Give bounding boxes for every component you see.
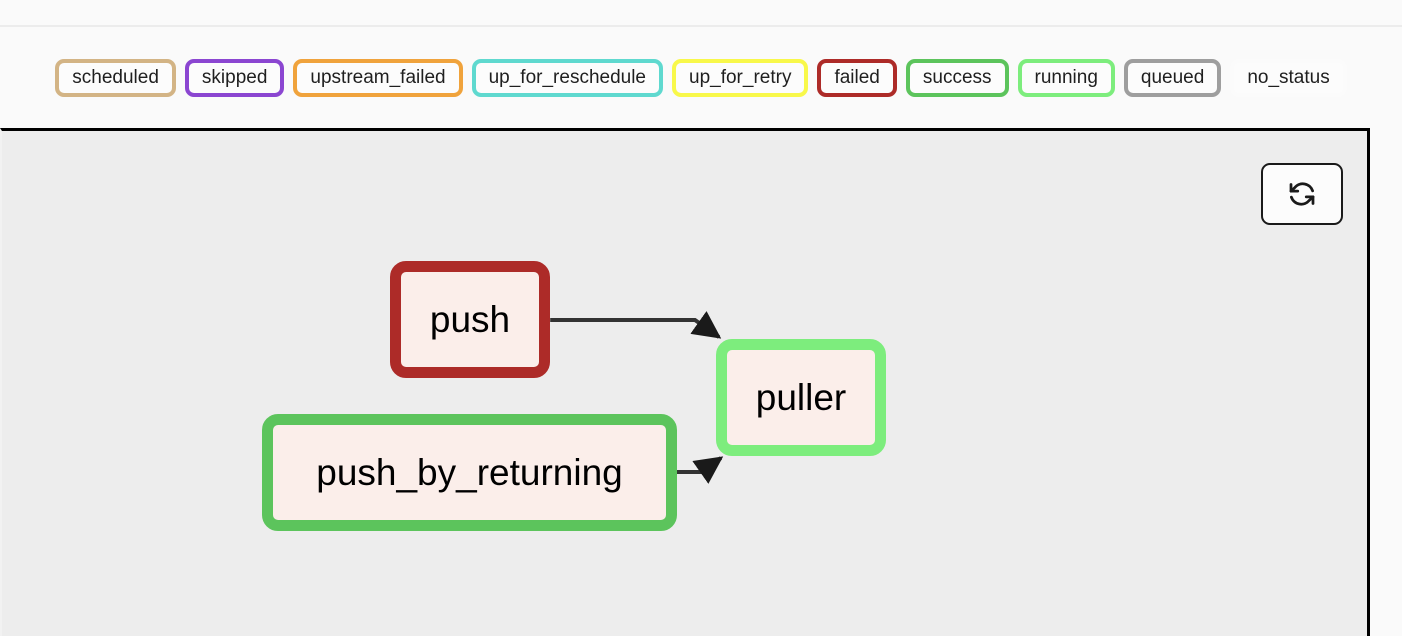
legend-badge-success[interactable]: success	[905, 58, 1009, 97]
canvas-right-gutter	[1370, 128, 1402, 636]
dag-node-puller[interactable]: puller	[716, 339, 886, 456]
dag-node-push-by-returning[interactable]: push_by_returning	[262, 414, 677, 531]
legend-badge-running[interactable]: running	[1017, 58, 1115, 97]
dag-graph-canvas[interactable]: push push_by_returning puller	[0, 128, 1370, 636]
header-divider	[0, 25, 1402, 27]
legend-badge-up-for-retry[interactable]: up_for_retry	[672, 58, 809, 97]
legend-badge-up-for-reschedule[interactable]: up_for_reschedule	[471, 58, 663, 97]
legend-badge-queued[interactable]: queued	[1123, 58, 1222, 97]
legend-badge-failed[interactable]: failed	[817, 58, 897, 97]
dag-node-push-label: push	[429, 299, 511, 340]
edge-push-to-puller	[550, 311, 722, 339]
legend-badge-upstream-failed[interactable]: upstream_failed	[293, 58, 463, 97]
task-status-legend: scheduled skipped upstream_failed up_for…	[0, 27, 1402, 128]
legend-badge-no-status[interactable]: no_status	[1230, 58, 1347, 97]
dag-node-push-by-returning-label: push_by_returning	[316, 452, 623, 493]
dag-node-push[interactable]: push	[390, 261, 550, 378]
top-strip	[0, 0, 1402, 25]
refresh-button[interactable]	[1261, 163, 1343, 225]
legend-badge-scheduled[interactable]: scheduled	[55, 58, 176, 97]
legend-badge-skipped[interactable]: skipped	[184, 58, 285, 97]
edge-push-by-returning-to-puller	[677, 456, 724, 484]
dag-edges-layer	[550, 311, 724, 484]
refresh-icon	[1287, 179, 1317, 209]
dag-node-puller-label: puller	[755, 377, 847, 418]
